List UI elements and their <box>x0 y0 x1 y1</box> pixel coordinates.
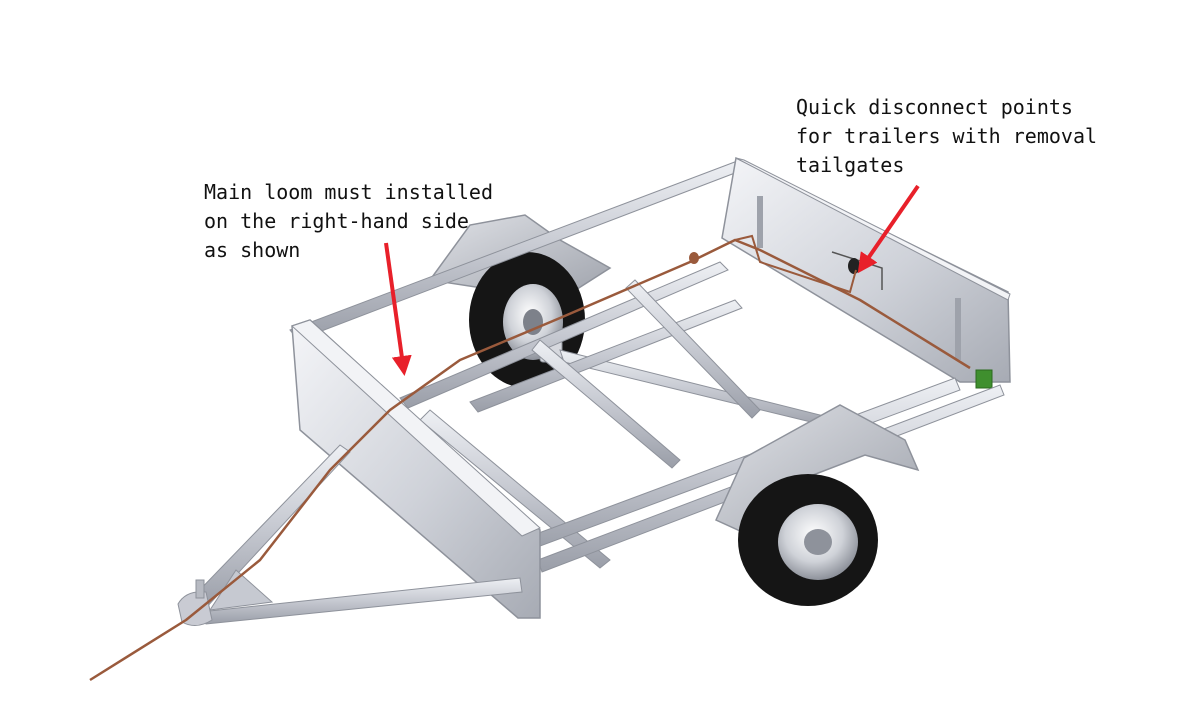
tailgate-panel <box>721 156 1011 389</box>
trailer-render <box>89 156 1011 682</box>
quick-disconnect-callout-line-2: for trailers with removal <box>796 124 1098 148</box>
main-loom-callout-line-1: Main loom must installed <box>204 180 493 204</box>
quick-disconnect-callout-line-1: Quick disconnect points <box>796 95 1073 119</box>
front-headboard-panel <box>291 319 541 619</box>
main-loom-arrow-icon <box>384 242 412 376</box>
front-left-wheel <box>715 404 920 606</box>
wiring-loom <box>89 234 971 682</box>
main-loom-callout-line-2: on the right-hand side <box>204 209 469 233</box>
callout-arrows <box>384 184 920 376</box>
main-loom-callout-line-3: as shown <box>204 238 301 262</box>
drawbar-a-frame <box>177 444 523 626</box>
main-loom-callout: Main loom must installed on the right-ha… <box>204 178 493 265</box>
quick-disconnect-arrow-icon <box>857 184 920 274</box>
quick-disconnect-callout-line-3: tailgates <box>796 153 905 177</box>
quick-disconnect-callout: Quick disconnect points for trailers wit… <box>796 93 1097 180</box>
